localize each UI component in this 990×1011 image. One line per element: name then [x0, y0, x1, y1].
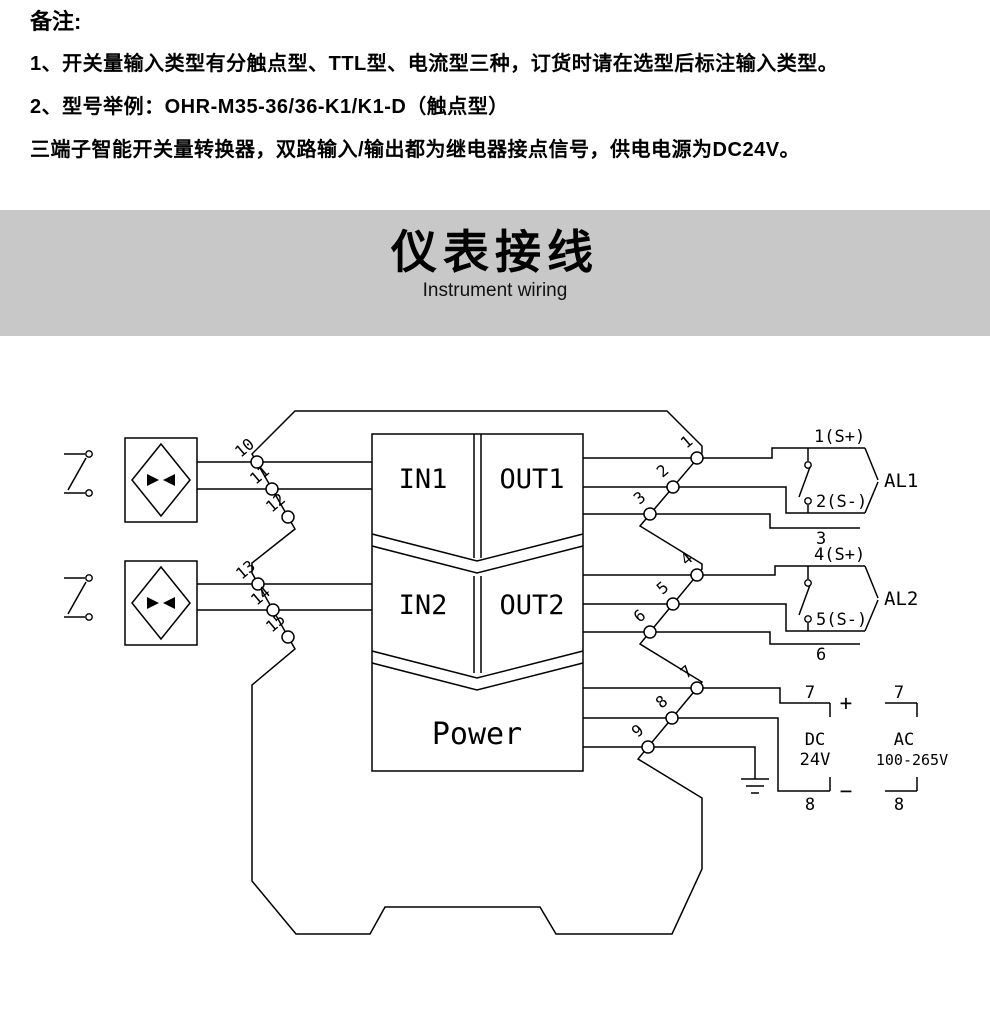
al1-terminal-top-label: 1(S+) — [814, 427, 865, 447]
terminal-circle-13 — [251, 577, 265, 591]
terminal-8-label: 8 — [652, 691, 672, 712]
terminal-circle-7 — [690, 681, 704, 695]
al1-terminal-bottom-label: 3 — [816, 529, 826, 549]
note-line-2: 2、型号举例：OHR-M35-36/36-K1/K1-D（触点型） — [30, 96, 509, 118]
terminal-numbers: 10 11 12 13 14 15 1 2 3 4 5 6 7 8 9 — [231, 431, 696, 741]
terminals — [250, 451, 704, 754]
ac-terminal-8-label: 8 — [894, 795, 904, 815]
terminal-circle-12 — [281, 510, 295, 524]
terminal-circle-9 — [641, 740, 655, 754]
diagram-area: 1(S+) 2(S-) 3 AL1 4(S+) 5(S-) 6 AL2 — [0, 336, 990, 1011]
terminal-5-label: 5 — [653, 577, 673, 598]
title-banner: 仪表接线 Instrument wiring — [0, 210, 990, 336]
terminal-circle-10 — [250, 455, 264, 469]
al1-terminal-mid-label: 2(S-) — [816, 492, 867, 512]
terminal-circle-2 — [666, 480, 680, 494]
converter-labels: IN1 OUT1 IN2 OUT2 Power — [399, 464, 565, 752]
terminal-6-label: 6 — [630, 605, 650, 626]
al1-label: AL1 — [884, 470, 918, 492]
module-outline — [251, 410, 704, 935]
ac-name-label: AC — [894, 730, 914, 750]
converter-box — [371, 433, 584, 772]
dc-terminal-8-label: 8 — [805, 795, 815, 815]
wires — [197, 447, 865, 792]
switch-contact-1 — [64, 450, 93, 497]
out1-label: OUT1 — [499, 464, 564, 495]
terminal-circle-15 — [281, 630, 295, 644]
terminal-circle-5 — [666, 597, 680, 611]
power-label: Power — [432, 717, 522, 752]
terminal-circle-1 — [690, 451, 704, 465]
terminal-circle-11 — [265, 482, 279, 496]
banner-title: 仪表接线 — [391, 226, 599, 278]
dc-voltage-label: 24V — [800, 750, 831, 770]
ac-terminal-7-label: 7 — [894, 683, 904, 703]
notes-heading: 备注: — [30, 9, 82, 34]
terminal-circle-14 — [266, 603, 280, 617]
terminal-3-label: 3 — [630, 487, 650, 508]
ac-voltage-label: 100-265V — [876, 751, 948, 769]
al2-terminal-mid-label: 5(S-) — [816, 610, 867, 630]
al1-output: 1(S+) 2(S-) 3 AL1 — [798, 427, 918, 549]
wiring-diagram: 1(S+) 2(S-) 3 AL1 4(S+) 5(S-) 6 AL2 — [64, 410, 948, 935]
switch-contact-2 — [64, 574, 93, 621]
banner-subtitle: Instrument wiring — [422, 279, 568, 301]
terminal-1-label: 1 — [677, 431, 697, 452]
terminal-7-label: 7 — [677, 661, 697, 682]
dc-power: 7 + DC 24V − 8 — [800, 683, 853, 815]
in2-label: IN2 — [399, 590, 448, 621]
in1-label: IN1 — [399, 464, 448, 495]
dc-plus-sign: + — [840, 691, 853, 715]
sensor-symbol-1 — [124, 437, 198, 523]
terminal-circle-6 — [643, 625, 657, 639]
terminal-circle-3 — [643, 507, 657, 521]
terminal-9-label: 9 — [628, 720, 648, 741]
al2-terminal-top-label: 4(S+) — [814, 545, 865, 565]
out2-label: OUT2 — [499, 590, 564, 621]
ground-symbol — [741, 778, 769, 794]
terminal-circle-4 — [690, 568, 704, 582]
dc-terminal-7-label: 7 — [805, 683, 815, 703]
al2-output: 4(S+) 5(S-) 6 AL2 — [798, 545, 918, 665]
terminal-circle-8 — [665, 711, 679, 725]
al2-label: AL2 — [884, 588, 918, 610]
dc-minus-sign: − — [840, 779, 853, 803]
ac-power: 7 AC 100-265V 8 — [876, 683, 948, 815]
note-line-3: 三端子智能开关量转换器，双路输入/输出都为继电器接点信号，供电电源为DC24V。 — [30, 139, 801, 161]
dc-name-label: DC — [805, 730, 825, 750]
sensor-symbol-2 — [124, 560, 198, 646]
terminal-2-label: 2 — [653, 460, 673, 481]
note-line-1: 1、开关量输入类型有分触点型、TTL型、电流型三种，订货时请在选型后标注输入类型… — [30, 53, 839, 75]
al2-terminal-bottom-label: 6 — [816, 645, 826, 665]
